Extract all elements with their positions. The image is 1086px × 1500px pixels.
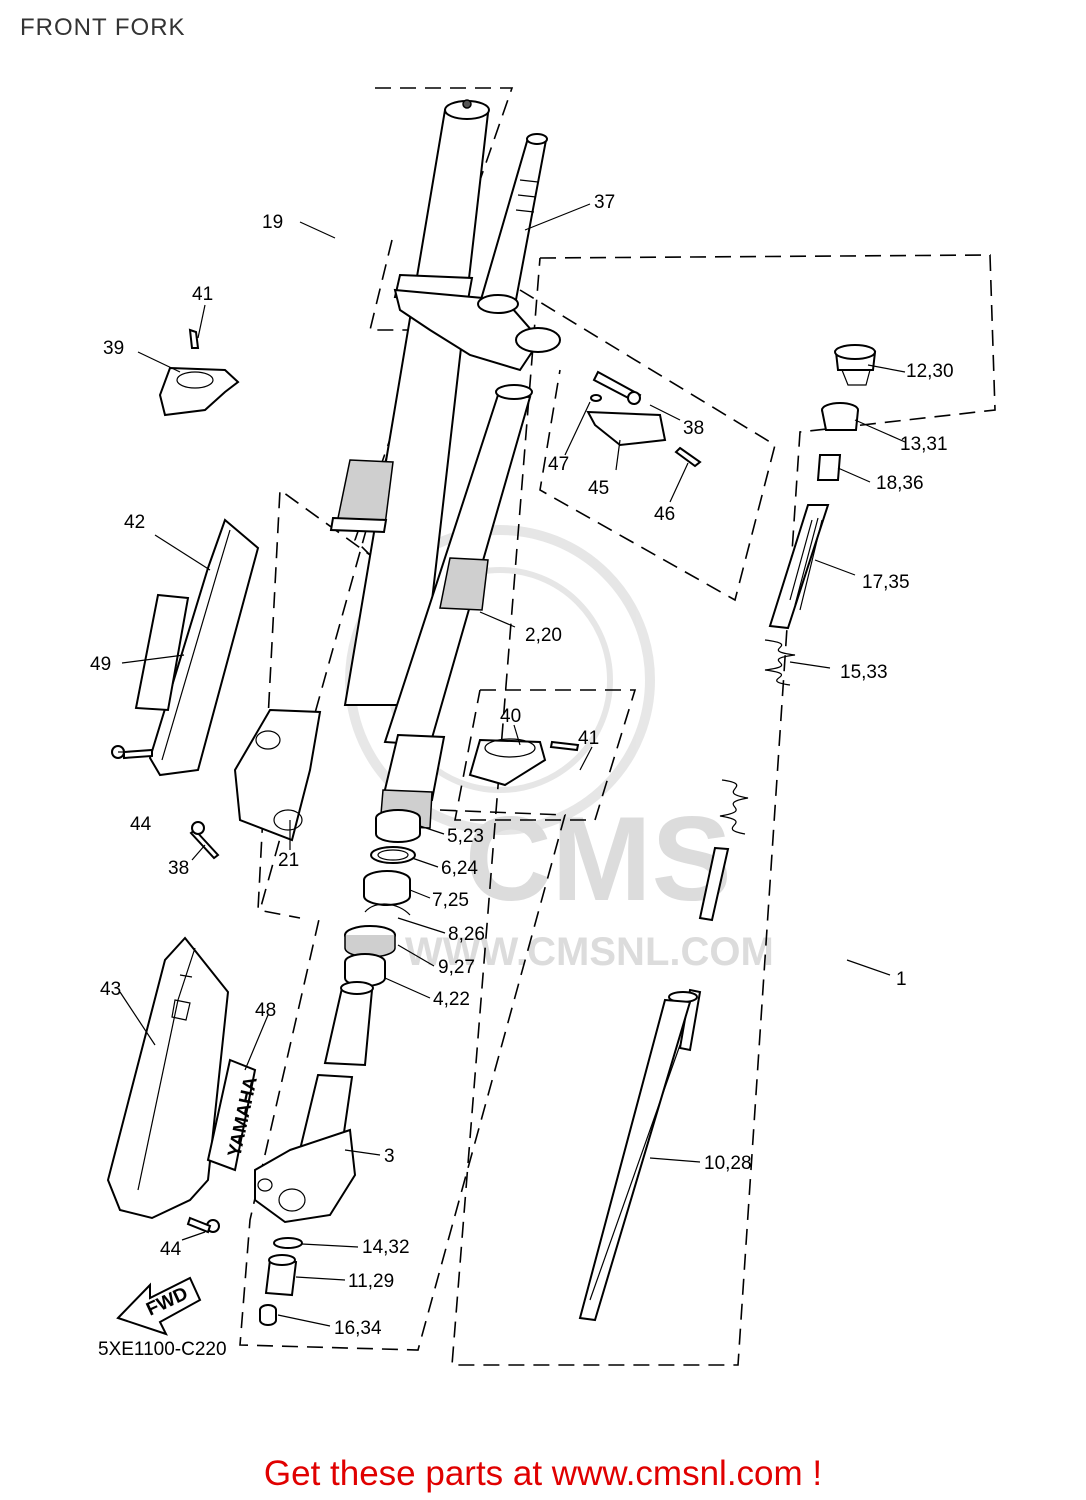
callout-7-25: 7,25	[432, 890, 469, 911]
callout-2-20: 2,20	[525, 625, 562, 646]
part-outer-tube-3	[254, 981, 374, 1224]
watermark-url: WWW.CMSNL.COM	[405, 930, 774, 974]
callout-21: 21	[278, 850, 299, 871]
callout-14-32: 14,32	[362, 1237, 410, 1258]
page-title: FRONT FORK	[20, 14, 186, 41]
callout-48: 48	[255, 1000, 276, 1021]
callout-19: 19	[262, 212, 283, 233]
callout-49: 49	[90, 654, 111, 675]
callout-1: 1	[896, 969, 907, 990]
callout-38b: 38	[168, 858, 189, 879]
callout-44: 44	[130, 814, 152, 835]
callout-43: 43	[100, 979, 121, 1000]
diagram-code: 5XE1100-C220	[98, 1339, 227, 1360]
part-brake-hose-bracket	[515, 327, 702, 468]
part-fork-tube-19	[233, 99, 542, 842]
callout-18-36: 18,36	[876, 473, 924, 494]
callout-12-30: 12,30	[906, 361, 954, 382]
part-hose-guide-39	[158, 328, 240, 417]
callout-6-24: 6,24	[441, 858, 478, 879]
callout-40: 40	[500, 706, 521, 727]
part-steering-shaft-37	[477, 133, 548, 314]
part-stack-bushings-seals	[344, 809, 421, 987]
callout-labels: 19 37 41 39 12,30 38 47 45 46 13,31 18,3…	[90, 192, 954, 1339]
part-hose-guide-40	[468, 738, 580, 787]
callout-46: 46	[654, 504, 675, 525]
part-fork-guard-43: YAMAHA	[106, 936, 262, 1220]
callout-15-33: 15,33	[840, 662, 888, 683]
callout-16-34: 16,34	[334, 1318, 382, 1339]
callout-47: 47	[548, 454, 569, 475]
callout-41: 41	[192, 284, 213, 305]
callout-17-35: 17,35	[862, 572, 910, 593]
callout-8-26: 8,26	[448, 924, 485, 945]
callout-41b: 41	[578, 728, 599, 749]
callout-4-22: 4,22	[433, 989, 470, 1010]
callout-9-27: 9,27	[438, 957, 475, 978]
watermark-logo: CMS	[465, 792, 732, 926]
fwd-arrow: FWD	[116, 1276, 202, 1336]
callout-13-31: 13,31	[900, 434, 948, 455]
part-damper-assembly	[578, 344, 877, 1322]
part-bottom-bolts	[259, 1237, 303, 1326]
callout-38: 38	[683, 418, 704, 439]
callout-10-28: 10,28	[704, 1153, 752, 1174]
callout-3: 3	[384, 1146, 395, 1167]
callout-44b: 44	[160, 1239, 182, 1260]
part-inner-tube-2-20	[379, 384, 533, 829]
callout-11-29: 11,29	[348, 1271, 394, 1292]
callout-39: 39	[103, 338, 124, 359]
part-fork-guard-42	[134, 518, 260, 777]
callout-45: 45	[588, 478, 609, 499]
footer-link[interactable]: Get these parts at www.cmsnl.com !	[263, 1454, 823, 1493]
callout-37: 37	[594, 192, 615, 213]
callout-5-23: 5,23	[447, 826, 484, 847]
callout-42: 42	[124, 512, 145, 533]
leader-lines	[118, 203, 906, 1327]
